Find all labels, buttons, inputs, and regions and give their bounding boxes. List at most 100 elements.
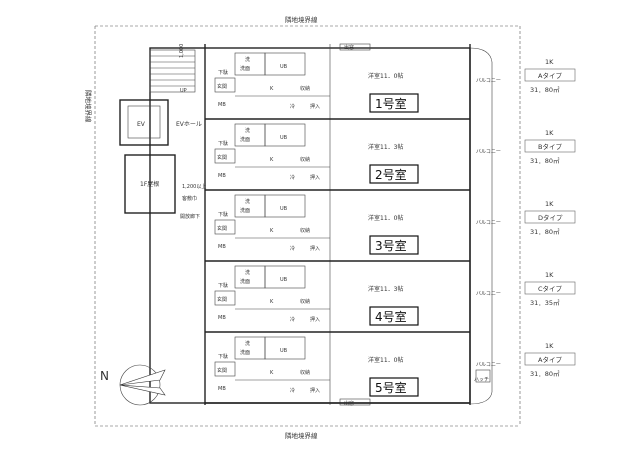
senmen-label: 洗面 (240, 136, 250, 143)
shoe-box-label: 下駄 (218, 211, 228, 218)
eave-label: 客敷巾 (182, 195, 197, 202)
senmen-label: 洗面 (240, 65, 250, 72)
genkan-label: 玄関 (217, 154, 227, 161)
ub-label: UB (280, 277, 288, 283)
mb-label: MB (218, 102, 226, 108)
unit-type: Aタイプ (538, 355, 562, 364)
fridge-label: 冷 (290, 174, 295, 181)
kitchen-label: K (270, 86, 274, 92)
genkan-label: 玄関 (217, 225, 227, 232)
senmen-label: 洗面 (240, 349, 250, 356)
senmen-label: 洗面 (240, 278, 250, 285)
shoe-box-label: 下駄 (218, 69, 228, 76)
ev-hall-label: EVホール (176, 121, 202, 128)
dim-mid-label: 1,200以上 (182, 183, 206, 190)
dim-top-label: 1,000 (179, 44, 185, 58)
balcony-label: バルコニー (476, 291, 501, 297)
unit-type: Dタイプ (538, 213, 563, 222)
room-name: 3号室 (375, 238, 407, 253)
unit-layout: 1K (545, 58, 554, 66)
room-area-label: 洋室11．0帖 (368, 214, 403, 222)
unit-type-4: 1K Cタイプ 31．35㎡ (524, 271, 576, 307)
ev-label: EV (137, 121, 146, 128)
room-name-box (369, 235, 419, 255)
balcony-label: バルコニー (476, 149, 501, 155)
storage-label: 収納 (300, 369, 310, 376)
entrance (214, 361, 236, 377)
bathroom (264, 265, 306, 289)
top-sash-label: 出窓 (344, 44, 354, 51)
unit-type: Cタイプ (538, 284, 563, 293)
bottom-sash-window (339, 398, 371, 406)
balcony-label: バルコニー (476, 220, 501, 226)
bathroom (264, 194, 306, 218)
kitchen-label: K (270, 157, 274, 163)
shoe-box-label: 下駄 (218, 282, 228, 289)
hatch-label: ハッチ (474, 377, 489, 383)
kitchen-label: K (270, 228, 274, 234)
hatch (475, 369, 491, 383)
open-corridor-label: 開放廊下 (180, 213, 200, 220)
room-name-box (369, 306, 419, 326)
unit-type-3: 1K Dタイプ 31．80㎡ (524, 200, 576, 236)
closet-label: 押入 (310, 387, 320, 394)
first-floor-roof-label: 1F屋根 (140, 180, 159, 188)
entrance (214, 77, 236, 93)
room-area-label: 洋室11．3帖 (368, 285, 403, 293)
storage-label: 収納 (300, 85, 310, 92)
elevator-car (127, 105, 161, 139)
left-boundary-label: 隣地境界線 (84, 90, 93, 123)
room-name-box (369, 377, 419, 397)
unit-layout: 1K (545, 342, 554, 350)
storage-label: 収納 (300, 298, 310, 305)
kitchen-label: K (270, 299, 274, 305)
building-outline (149, 47, 471, 404)
entrance (214, 290, 236, 306)
closet-label: 押入 (310, 174, 320, 181)
room-name-box (369, 93, 419, 113)
unit-layout: 1K (545, 129, 554, 137)
ub-label: UB (280, 348, 288, 354)
storage-label: 収納 (300, 227, 310, 234)
room-area-label: 洋室11．0帖 (368, 356, 403, 364)
unit-type: Bタイプ (538, 142, 562, 151)
elevator-shaft (119, 99, 169, 146)
room-area-label: 洋室11．0帖 (368, 72, 403, 80)
sen-label: 洗 (245, 198, 250, 205)
kitchen-label: K (270, 370, 274, 376)
up-label: UP (180, 88, 187, 94)
unit-layout: 1K (545, 271, 554, 279)
closet-label: 押入 (310, 103, 320, 110)
shoe-box-label: 下駄 (218, 140, 228, 147)
sen-label: 洗 (245, 269, 250, 276)
genkan-label: 玄関 (217, 367, 227, 374)
room-name-box (369, 164, 419, 184)
unit-area: 31．80㎡ (530, 85, 560, 94)
mb-label: MB (218, 173, 226, 179)
unit-type-box (524, 352, 576, 366)
mb-label: MB (218, 244, 226, 250)
mb-label: MB (218, 386, 226, 392)
unit-type-box (524, 281, 576, 295)
balcony-edge (469, 47, 493, 405)
stairwell: UP (149, 49, 196, 94)
unit-area: 31．80㎡ (530, 227, 560, 236)
closet-label: 押入 (310, 245, 320, 252)
balcony-label: バルコニー (476, 362, 501, 368)
entrance (214, 219, 236, 235)
unit-area: 31．35㎡ (530, 298, 560, 307)
sen-label: 洗 (245, 56, 250, 63)
shoe-box-label: 下駄 (218, 353, 228, 360)
bathroom (264, 123, 306, 147)
unit-layout: 1K (545, 200, 554, 208)
bathroom (264, 336, 306, 360)
closet-label: 押入 (310, 316, 320, 323)
